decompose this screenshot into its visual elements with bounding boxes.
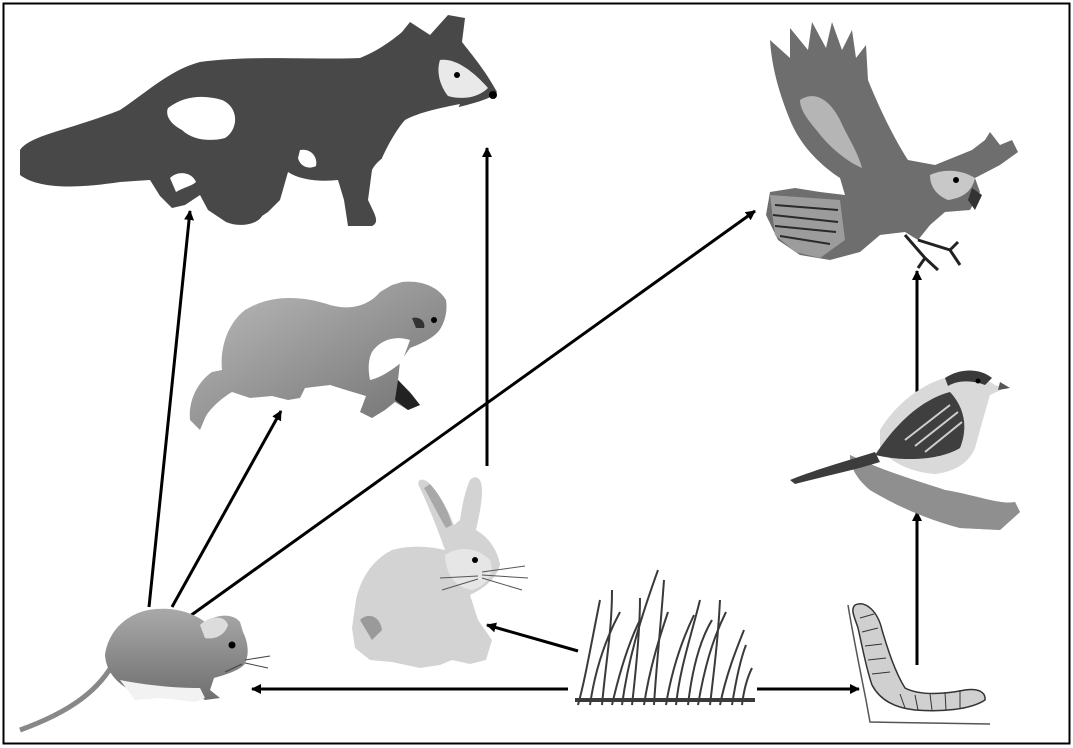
hawk-icon: [766, 22, 1018, 270]
caterpillar-icon: [848, 604, 990, 724]
rabbit-icon: [352, 477, 528, 668]
arrow-mouse-to-fox: [149, 211, 190, 607]
mouse-icon: [20, 609, 270, 730]
fox-icon: [20, 15, 497, 226]
sparrow-icon: [790, 371, 1020, 531]
arrow-grass-to-rabbit: [487, 625, 578, 651]
arrow-mouse-to-weasel: [172, 411, 281, 607]
weasel-icon: [190, 282, 447, 430]
grass-icon: [575, 570, 755, 705]
